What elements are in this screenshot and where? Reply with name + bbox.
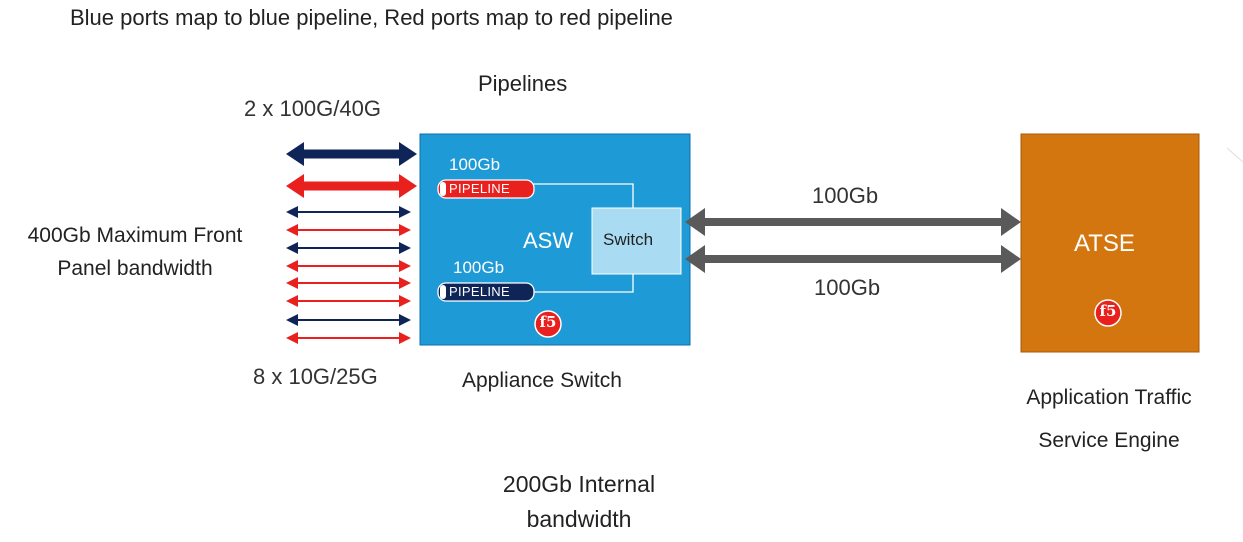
link-top-speed: 100Gb bbox=[812, 183, 879, 208]
bottom-ports-label: 8 x 10G/25G bbox=[253, 364, 378, 389]
bandwidth-label-line2: Panel bandwidth bbox=[57, 257, 213, 280]
pipeline-bottom-speed: 100Gb bbox=[453, 258, 505, 277]
port-arrow-100g-navy bbox=[286, 142, 417, 166]
f5-logo-text: f5 bbox=[1099, 302, 1117, 320]
page-title: Blue ports map to blue pipeline, Red por… bbox=[70, 5, 673, 30]
internal-bandwidth-line1: 200Gb Internal bbox=[502, 471, 656, 497]
bandwidth-label-line1: 400Gb Maximum Front bbox=[27, 224, 243, 247]
f5-logo-text: f5 bbox=[539, 313, 557, 331]
pipeline-top-connector bbox=[533, 183, 634, 209]
front-panel-bandwidth-label: 400Gb Maximum Front Panel bandwidth bbox=[4, 219, 266, 285]
link-arrow-bottom bbox=[685, 245, 1021, 273]
pipeline-navy-pill bbox=[437, 282, 535, 302]
f5-logo-icon bbox=[1094, 299, 1122, 327]
pipelines-heading: Pipelines bbox=[478, 71, 568, 96]
pipeline-top-speed: 100Gb bbox=[449, 155, 501, 174]
atse-caption-line2: Service Engine bbox=[1038, 429, 1180, 452]
pipeline-bottom-label: PIPELINE bbox=[449, 284, 510, 299]
pipeline-red-pill bbox=[437, 179, 535, 199]
port-arrow-100g-red bbox=[286, 174, 417, 198]
link-arrow-top bbox=[685, 208, 1021, 236]
atse-caption-line1: Application Traffic bbox=[1026, 386, 1192, 409]
atse-label: ATSE bbox=[1074, 230, 1135, 257]
switch-box bbox=[591, 207, 682, 275]
top-ports-label: 2 x 100G/40G bbox=[244, 96, 381, 121]
edge-decoration bbox=[1226, 147, 1243, 163]
f5-logo-icon bbox=[534, 310, 562, 338]
link-bottom-speed: 100Gb bbox=[814, 275, 881, 300]
appliance-switch-caption: Appliance Switch bbox=[462, 369, 622, 392]
internal-bandwidth-line2: bandwidth bbox=[526, 506, 632, 532]
atse-caption: Application Traffic Service Engine bbox=[1000, 376, 1218, 462]
internal-bandwidth-label: 200Gb Internal bandwidth bbox=[470, 467, 688, 537]
switch-label: Switch bbox=[603, 230, 654, 249]
pipeline-top-label: PIPELINE bbox=[449, 181, 510, 196]
asw-label: ASW bbox=[523, 228, 574, 253]
pipeline-bottom-connector bbox=[533, 273, 634, 293]
